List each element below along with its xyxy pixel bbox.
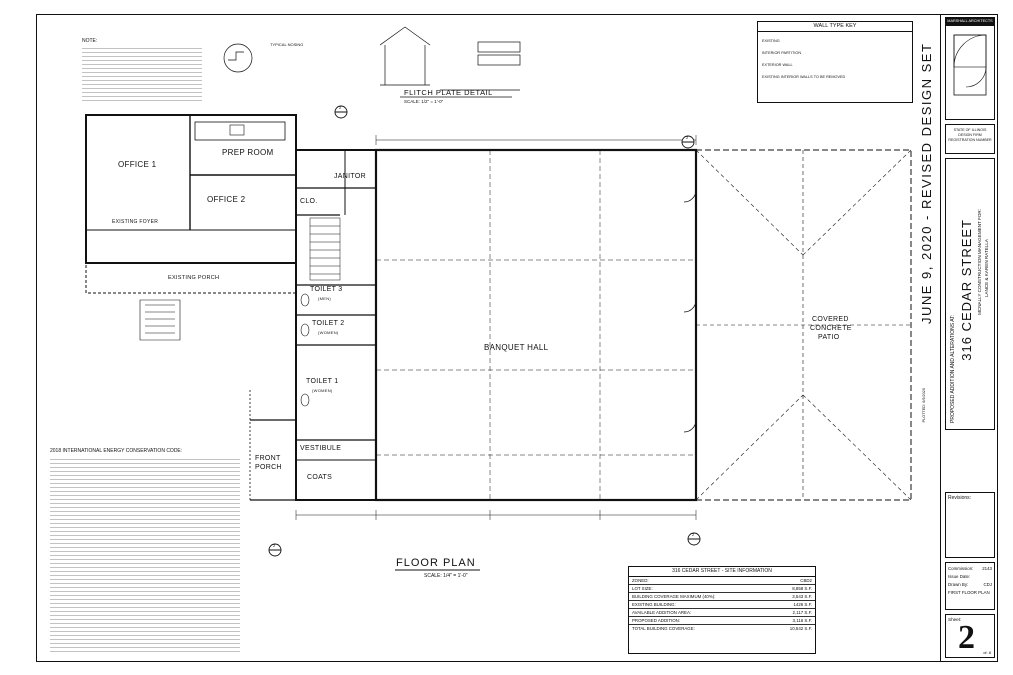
client-line-2: LANCE & KAREN RATELLA — [984, 239, 989, 298]
firm-logo-icon — [953, 34, 987, 96]
patio-roof-framing — [695, 149, 912, 501]
revision-date-banner: JUNE 9, 2020 - REVISED DESIGN SET — [919, 42, 934, 324]
energy-code-heading: 2018 INTERNATIONAL ENERGY CONSERVATION C… — [50, 448, 183, 454]
table-row: LOT SIZE:8,858 S.F. — [629, 585, 815, 593]
flitch-plate-title: FLITCH PLATE DETAIL — [404, 88, 493, 97]
client-line-1: MCNALLY CONSTRUCTION MANAGEMENT FOR: — [977, 209, 982, 315]
floor-plan-title: FLOOR PLAN — [396, 557, 476, 569]
room-label-patio-line-1: COVERED — [812, 316, 849, 323]
commission-label: Commission: — [948, 566, 974, 571]
firm-name: MARSHALL ARCHITECTS — [946, 18, 994, 26]
toilet-fixture — [300, 393, 310, 407]
section-marker-label: 2 — [339, 105, 342, 110]
room-sublabel-toilet-1: (WOMEN) — [312, 388, 333, 393]
revisions-label: Revisions: — [948, 495, 972, 501]
drawn-by-label: Drawn By: — [948, 582, 969, 587]
toilet-fixture — [300, 323, 310, 337]
section-marker-label: 2 — [686, 135, 689, 140]
room-label-vestibule: VESTIBULE — [300, 445, 342, 452]
table-row: TOTAL BUILDING COVERAGE:10,542 S.F. — [632, 626, 812, 631]
firm-logo-panel: MARSHALL ARCHITECTS — [945, 17, 995, 120]
section-markers — [268, 105, 701, 557]
project-info-panel: PROPOSED ADDITION AND ALTERATIONS AT: 31… — [945, 158, 995, 430]
wall-type-existing: EXISTING — [762, 39, 780, 43]
nosing-detail-sketch — [223, 43, 253, 73]
front-porch-outline — [250, 419, 297, 501]
drawing-info-panel: Commission: 2143 Issue Date: Drawn By: CDJ… — [945, 562, 995, 610]
site-information-title: 316 CEDAR STREET - SITE INFORMATION — [629, 567, 815, 577]
floor-plan-scale: SCALE: 1/4" = 1'-0" — [424, 573, 468, 579]
commission-value: 2143 — [982, 566, 992, 571]
project-street: 316 CEDAR STREET — [959, 219, 974, 361]
porch-steps — [139, 299, 181, 341]
room-label-existing-foyer: EXISTING FOYER — [112, 219, 159, 225]
general-notes-text — [82, 45, 202, 103]
toilet-fixture — [300, 293, 310, 307]
section-marker-label: 2 — [692, 532, 695, 537]
banquet-hall-outline — [374, 148, 698, 502]
state-registration-seal: STATE OF ILLINOIS DESIGN FIRM REGISTRATI… — [945, 124, 995, 154]
revisions-panel: Revisions: — [945, 492, 995, 558]
issue-date-label: Issue Date: — [948, 574, 971, 579]
room-label-toilet-1: TOILET 1 — [306, 378, 339, 385]
prep-counter — [194, 121, 286, 141]
flitch-plate-sketch — [379, 26, 521, 91]
room-sublabel-toilet-3: (MEN) — [318, 296, 332, 301]
sheet-of: of: 8 — [983, 650, 991, 655]
table-row: ZONED:CBD2 — [629, 577, 815, 585]
wall-type-exterior: EXTERIOR WALL — [762, 63, 793, 67]
table-row: BUILDING COVERAGE MAXIMUM (40%):3,543 S.… — [629, 593, 815, 601]
sheet-number-panel: Sheet: 2 of: 8 — [945, 614, 995, 658]
room-label-front-porch: FRONT PORCH — [255, 455, 282, 471]
room-label-office-2: OFFICE 2 — [207, 195, 246, 204]
exterior-doors — [683, 189, 697, 433]
drawn-by-value: CDJ — [983, 582, 992, 587]
flitch-plate-scale: SCALE: 1/2" = 1'-0" — [404, 99, 444, 104]
drawing-sheet — [36, 14, 998, 662]
site-information-table: 316 CEDAR STREET - SITE INFORMATION ZONE… — [628, 566, 816, 654]
room-label-toilet-2: TOILET 2 — [312, 320, 345, 327]
project-line: PROPOSED ADDITION AND ALTERATIONS AT: — [950, 314, 956, 423]
room-label-existing-porch: EXISTING PORCH — [168, 275, 220, 281]
room-label-patio-line-3: PATIO — [818, 334, 840, 341]
wall-type-removed: EXISTING INTERIOR WALLS TO BE REMOVED — [762, 75, 846, 79]
table-row: EXISTING BUILDING:1426 S.F. — [629, 601, 815, 609]
title-block: MARSHALL ARCHITECTS STATE OF ILLINOIS DE… — [940, 14, 998, 662]
room-label-office-1: OFFICE 1 — [118, 160, 157, 169]
sink — [229, 124, 245, 136]
structural-grid — [376, 150, 696, 500]
sheet-name: FIRST FLOOR PLAN — [948, 590, 990, 595]
plot-date: PLOTTED: 6/9/2020 — [922, 388, 926, 423]
sheet-label: Sheet: — [948, 617, 962, 622]
notes-heading: NOTE: — [82, 38, 98, 44]
wall-type-key: WALL TYPE KEY EXISTING INTERIOR PARTITIO… — [757, 21, 913, 103]
wall-type-interior-partition: INTERIOR PARTITION — [762, 51, 802, 55]
existing-building-outline — [85, 114, 297, 264]
room-label-closet: CLO. — [300, 198, 318, 205]
room-label-coats: COATS — [307, 474, 333, 481]
energy-code-notes-text — [50, 456, 240, 652]
table-row: AVAILABLE ADDITION AREA:2,117 S.F. — [629, 609, 815, 617]
room-label-janitor: JANITOR — [334, 173, 366, 180]
stair — [309, 217, 341, 281]
sheet-number: 2 — [958, 619, 975, 656]
room-label-banquet-hall: BANQUET HALL — [484, 343, 549, 352]
section-marker-label: 2 — [273, 543, 276, 548]
dimension-lines — [295, 135, 697, 520]
room-sublabel-toilet-2: (WOMEN) — [318, 330, 339, 335]
room-label-patio-line-2: CONCRETE — [810, 325, 852, 332]
typical-nosing-heading: TYPICAL NOSING — [270, 42, 304, 47]
room-label-toilet-3: TOILET 3 — [310, 286, 343, 293]
room-label-prep-room: PREP ROOM — [222, 148, 274, 157]
wall-type-key-title: WALL TYPE KEY — [758, 22, 912, 32]
table-row: PROPOSED ADDITION:3,116 S.F. — [629, 617, 815, 625]
